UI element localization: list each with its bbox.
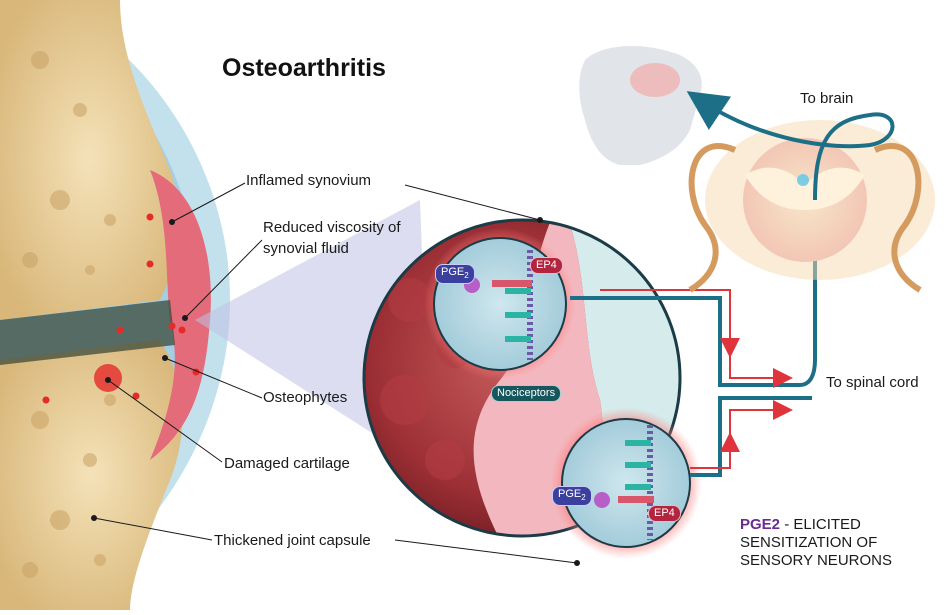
nociceptors-badge: Nociceptors [491,385,561,402]
diagram-title: Osteoarthritis [222,54,386,83]
label-reduced-viscosity-2: synovial fluid [263,240,349,258]
caption-line-2: SENSITIZATION OF [740,534,892,552]
caption-line1-rest: - ELICITED [780,516,861,533]
label-to-brain: To brain [800,90,853,108]
caption-line-1: PGE2 - ELICITED [740,516,892,534]
label-to-spinal-cord: To spinal cord [826,374,919,392]
pge2-caption: PGE2 - ELICITED SENSITIZATION OF SENSORY… [740,516,892,570]
label-thickened-joint-capsule: Thickened joint capsule [214,532,371,550]
pge2-badge-lower: PGE2 [552,486,592,506]
ep4-badge-upper: EP4 [530,257,563,274]
label-damaged-cartilage: Damaged cartilage [224,455,350,473]
label-reduced-viscosity-1: Reduced viscosity of [263,219,401,237]
caption-highlight: PGE2 [740,516,780,533]
pge2-badge-upper: PGE2 [435,264,475,284]
neuron-cell-upper [424,228,576,380]
dog-silhouette [579,46,702,165]
label-inflamed-synovium: Inflamed synovium [246,172,371,190]
ep4-badge-lower: EP4 [648,505,681,522]
label-osteophytes: Osteophytes [263,389,347,407]
neuron-cell-lower [550,407,702,559]
spinal-cord [690,120,935,290]
caption-line-3: SENSORY NEURONS [740,552,892,570]
